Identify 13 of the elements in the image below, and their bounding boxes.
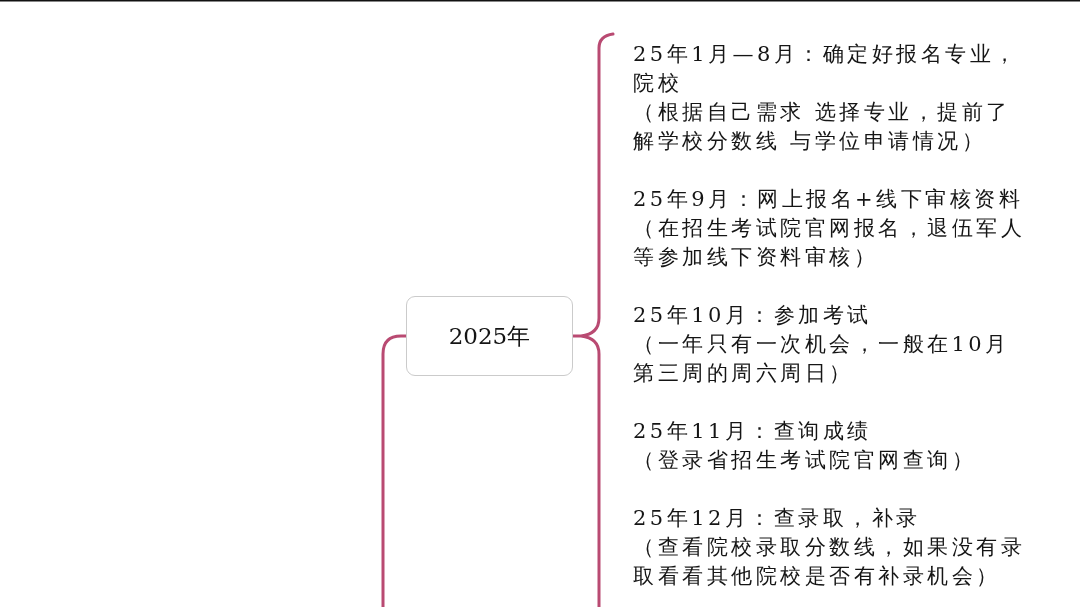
curly-brace [571,32,615,607]
bracket-line [381,334,408,607]
step-title: 25年1月—8月：确定好报名专业，院校 [633,41,1020,97]
step-title: 25年10月：参加考试 [633,302,872,329]
step-description: （查看院校录取分数线，如果没有录取看看其他院校是否有补录机会） [633,534,1026,590]
step-title: 25年12月：查录取，补录 [633,505,921,532]
step-description: （根据自己需求 选择专业，提前了解学校分数线 与学位申请情况） [633,99,1012,155]
step-description: （在招生考试院官网报名，退伍军人等参加线下资料审核） [633,215,1026,271]
step-title: 25年11月：查询成绩 [633,418,872,445]
year-box: 2025年 [406,296,573,376]
step-description: （一年只有一次机会，一般在10月第三周的周六周日） [633,331,1011,387]
step-description: （登录省招生考试院官网查询） [633,447,976,474]
step-title: 25年9月：网上报名+线下审核资料 [633,186,1024,213]
